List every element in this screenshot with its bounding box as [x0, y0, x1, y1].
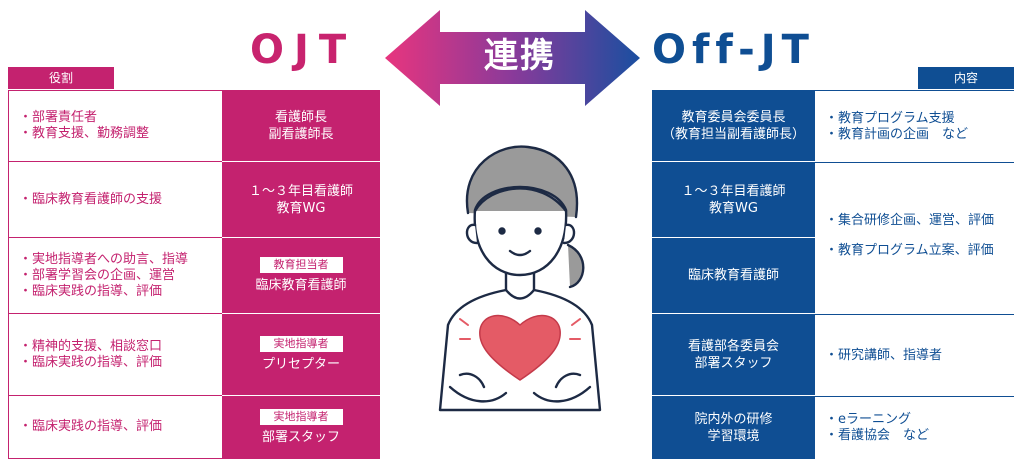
offjt-position-cell: 看護部各委員会 部署スタッフ — [652, 314, 815, 396]
ojt-title: OJT — [250, 27, 357, 73]
ojt-position-cell: 教育担当者 臨床教育看護師 — [222, 238, 380, 314]
ojt-position-cell: 実地指導者 部署スタッフ — [222, 396, 380, 459]
offjt-position-cell: 院内外の研修 学習環境 — [652, 396, 815, 459]
ojt-role-cell: ・臨床実践の指導、評価 — [8, 396, 222, 459]
ojt-role-cell: ・臨床教育看護師の支援 — [8, 162, 222, 238]
ojt-role-cell: ・部署責任者 ・教育支援、勤務調整 — [8, 90, 222, 162]
offjt-position-cell: 教育委員会委員長 （教育担当副看護師長） — [652, 90, 815, 162]
offjt-title: Off-JT — [652, 27, 815, 73]
nurse-with-heart-icon — [438, 145, 602, 412]
offjt-content-cell: ・教育プログラム支援 ・教育計画の企画 など — [815, 90, 1014, 162]
content-header: 内容 — [918, 67, 1014, 89]
offjt-content-cell: ・eラーニング ・看護協会 など — [815, 396, 1014, 459]
ojt-position-cell: １～３年目看護師 教育WG — [222, 162, 380, 238]
double-arrow-icon — [385, 10, 640, 106]
role-badge: 実地指導者 — [259, 336, 343, 352]
role-badge: 実地指導者 — [259, 409, 343, 425]
offjt-content-cell: ・集合研修企画、運営、評価 ・教育プログラム立案、評価 — [815, 162, 1014, 314]
ojt-role-cell: ・実地指導者への助言、指導 ・部署学習会の企画、運営 ・臨床実践の指導、評価 — [8, 238, 222, 314]
ojt-position-cell: 看護師長 副看護師長 — [222, 90, 380, 162]
ojt-position-cell: 実地指導者 プリセプター — [222, 314, 380, 396]
collaboration-label: 連携 — [484, 36, 556, 76]
role-header: 役割 — [8, 67, 114, 89]
offjt-content-cell: ・研究講師、指導者 — [815, 314, 1014, 396]
role-badge: 教育担当者 — [259, 257, 343, 273]
offjt-position-cell: 臨床教育看護師 — [652, 238, 815, 314]
ojt-role-cell: ・精神的支援、相談窓口 ・臨床実践の指導、評価 — [8, 314, 222, 396]
offjt-position-cell: １～３年目看護師 教育WG — [652, 162, 815, 238]
